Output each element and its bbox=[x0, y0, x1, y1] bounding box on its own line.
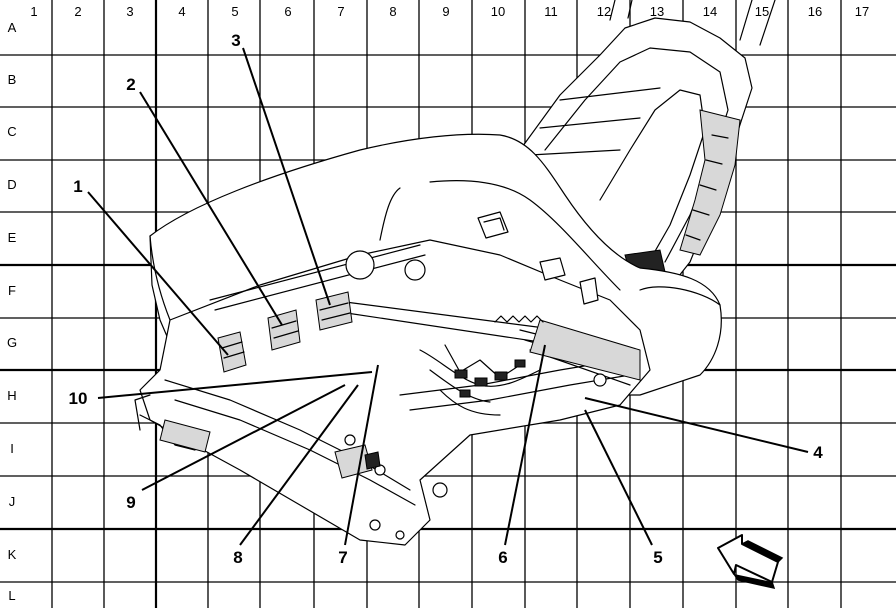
column-label: 14 bbox=[703, 4, 717, 19]
leader-5 bbox=[584, 409, 653, 546]
row-label: H bbox=[7, 388, 16, 403]
callout-1: 1 bbox=[73, 177, 82, 196]
callout-4: 4 bbox=[813, 443, 823, 462]
harness-clip bbox=[474, 377, 488, 387]
motor-housing bbox=[345, 250, 375, 280]
row-label: D bbox=[7, 177, 16, 192]
frame-crossmember bbox=[209, 244, 561, 346]
leader-9 bbox=[141, 384, 346, 491]
motor-spring bbox=[494, 315, 544, 323]
grid-column-labels: 1 2 3 4 5 6 7 8 9 10 11 12 13 14 15 16 1… bbox=[30, 4, 869, 19]
callout-8: 8 bbox=[233, 548, 242, 567]
callout-3: 3 bbox=[231, 31, 240, 50]
column-label: 16 bbox=[808, 4, 822, 19]
row-label: B bbox=[8, 72, 17, 87]
motor-housing-small bbox=[404, 259, 426, 281]
seat-track-lower bbox=[529, 319, 641, 381]
column-label: 15 bbox=[755, 4, 769, 19]
bolt-holes bbox=[344, 373, 607, 540]
callout-5: 5 bbox=[653, 548, 662, 567]
column-label: 8 bbox=[389, 4, 396, 19]
column-label: 17 bbox=[855, 4, 869, 19]
harness-clip bbox=[459, 389, 471, 398]
row-label: F bbox=[8, 283, 16, 298]
bolt-hole bbox=[369, 519, 381, 531]
column-label: 6 bbox=[284, 4, 291, 19]
harness-clip bbox=[454, 369, 468, 379]
column-label: 4 bbox=[178, 4, 185, 19]
seat-assembly-drawing bbox=[134, 0, 776, 546]
column-label: 11 bbox=[544, 4, 558, 19]
row-label: A bbox=[8, 20, 17, 35]
front-direction-arrow-icon bbox=[717, 534, 784, 590]
bolt-hole bbox=[593, 373, 607, 387]
headrest-posts bbox=[609, 0, 776, 46]
bolt-hole bbox=[395, 530, 405, 540]
row-label: K bbox=[8, 547, 17, 562]
callout-9: 9 bbox=[126, 493, 135, 512]
column-label: 3 bbox=[126, 4, 133, 19]
cushion-seam bbox=[379, 180, 621, 291]
leader-4 bbox=[584, 397, 809, 453]
leader-6 bbox=[504, 344, 546, 546]
callout-6: 6 bbox=[498, 548, 507, 567]
connector-2 bbox=[267, 309, 301, 351]
row-label: G bbox=[7, 335, 17, 350]
recliner-detail bbox=[685, 134, 729, 241]
callout-7: 7 bbox=[338, 548, 347, 567]
seat-back-frame-inner bbox=[599, 89, 706, 261]
leader-3 bbox=[242, 47, 331, 306]
cushion-edge bbox=[149, 235, 721, 321]
bolt-hole bbox=[432, 482, 448, 498]
column-label: 10 bbox=[491, 4, 505, 19]
leader-7 bbox=[344, 364, 379, 546]
side-latch-2 bbox=[579, 277, 599, 305]
harness-clip bbox=[494, 371, 508, 381]
connector-3-detail bbox=[319, 302, 351, 321]
column-label: 12 bbox=[597, 4, 611, 19]
column-label: 2 bbox=[74, 4, 81, 19]
column-label: 13 bbox=[650, 4, 664, 19]
recliner-mechanism bbox=[679, 109, 741, 256]
column-label: 5 bbox=[231, 4, 238, 19]
leader-8 bbox=[239, 384, 359, 546]
row-label: J bbox=[9, 494, 16, 509]
row-label: L bbox=[8, 588, 15, 603]
column-label: 9 bbox=[442, 4, 449, 19]
grid-row-labels: A B C D E F G H I J K L bbox=[7, 20, 17, 603]
connector-1-detail bbox=[221, 341, 245, 359]
column-label: 7 bbox=[337, 4, 344, 19]
front-bracket-plate bbox=[159, 419, 211, 453]
harness-clip bbox=[514, 359, 526, 368]
bolt-hole bbox=[344, 434, 356, 446]
callout-2: 2 bbox=[126, 75, 135, 94]
harness-clips bbox=[454, 359, 526, 398]
cushion-handle-inner bbox=[483, 217, 505, 231]
leader-2 bbox=[139, 91, 283, 326]
callout-labels: 1 2 3 4 5 6 7 8 9 10 bbox=[69, 31, 824, 567]
module-connector bbox=[364, 451, 381, 470]
leader-10 bbox=[97, 371, 373, 399]
leader-1 bbox=[87, 191, 229, 356]
connector-3 bbox=[315, 291, 353, 331]
callout-10: 10 bbox=[69, 389, 88, 408]
column-label: 1 bbox=[30, 4, 37, 19]
callout-leaders bbox=[87, 47, 809, 546]
connector-1 bbox=[217, 331, 247, 373]
seat-back-bar bbox=[529, 87, 661, 156]
connector-2-detail bbox=[271, 320, 299, 339]
side-latch bbox=[539, 257, 566, 281]
row-label: I bbox=[10, 441, 14, 456]
row-label: E bbox=[8, 230, 17, 245]
row-label: C bbox=[7, 124, 16, 139]
